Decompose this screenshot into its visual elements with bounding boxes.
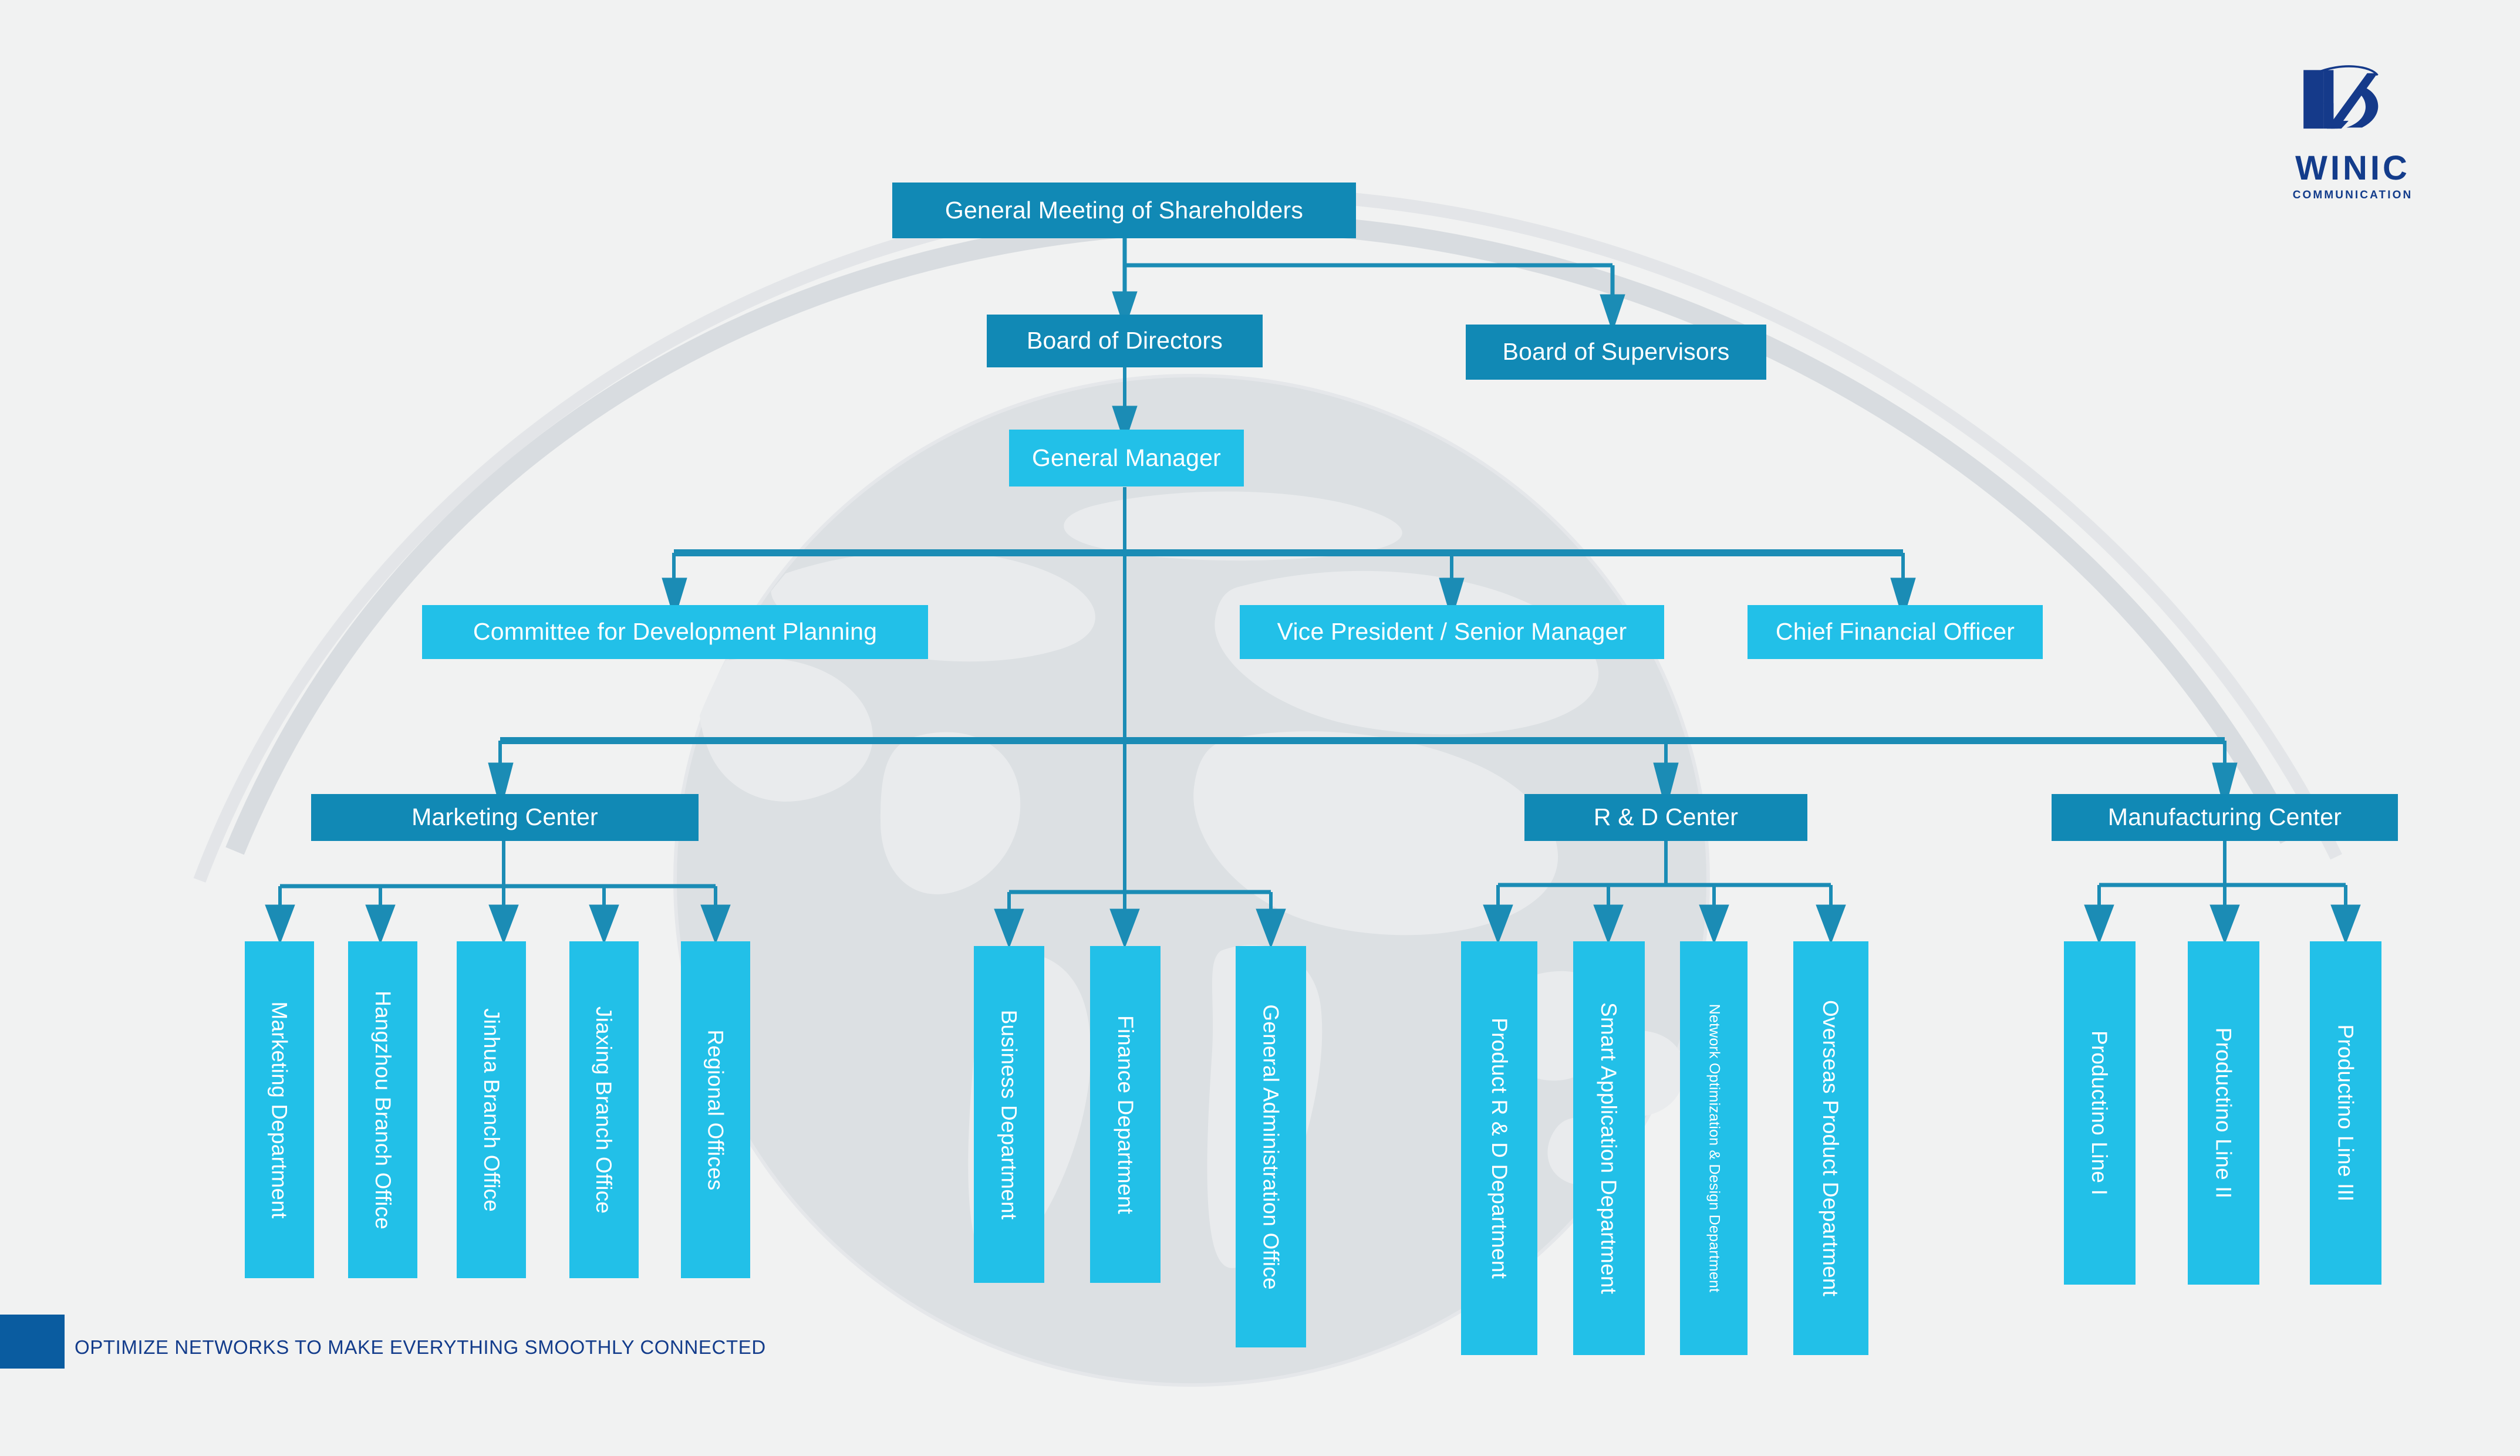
logo-wordmark: WINIC [2295, 149, 2410, 187]
node-label: Jiaxing Branch Office [592, 1006, 616, 1214]
node-label: Marketing Department [267, 1001, 292, 1219]
node-board-of-directors[interactable]: Board of Directors [987, 315, 1263, 367]
node-label: Board of Supervisors [1502, 338, 1730, 366]
node-business-department[interactable]: Business Department [974, 946, 1044, 1283]
node-label: Network Optimization & Design Department [1706, 1004, 1722, 1293]
node-label: General Manager [1031, 444, 1222, 471]
node-label: Chief Financial Officer [1775, 618, 2015, 646]
node-network-optimization-design-department[interactable]: Network Optimization & Design Department [1680, 941, 1748, 1355]
node-label: Regional Offices [703, 1029, 728, 1190]
node-label: Finance Department [1113, 1015, 1138, 1214]
node-vice-president-senior-manager[interactable]: Vice President / Senior Manager [1240, 605, 1664, 659]
node-marketing-center[interactable]: Marketing Center [311, 794, 699, 841]
node-board-of-supervisors[interactable]: Board of Supervisors [1466, 325, 1766, 380]
node-label: Business Department [997, 1009, 1021, 1219]
node-jinhua-branch-office[interactable]: Jinhua Branch Office [457, 941, 526, 1278]
node-productino-line-3[interactable]: Productino Line III [2310, 941, 2381, 1285]
node-regional-offices[interactable]: Regional Offices [681, 941, 750, 1278]
footer-color-swatch [0, 1315, 65, 1369]
node-label: Marketing Center [411, 803, 598, 831]
node-productino-line-2[interactable]: Productino Line II [2188, 941, 2259, 1285]
node-product-rd-department[interactable]: Product R & D Department [1461, 941, 1537, 1355]
brand-logo: WINIC COMMUNICATION [2273, 59, 2432, 201]
node-label: General Meeting of Shareholders [944, 196, 1304, 224]
node-label: Board of Directors [1026, 327, 1223, 354]
node-productino-line-1[interactable]: Productino Line I [2064, 941, 2136, 1285]
logo-subtitle: COMMUNICATION [2292, 189, 2413, 201]
node-label: Smart Application Department [1597, 1002, 1621, 1295]
node-committee-for-development-planning[interactable]: Committee for Development Planning [422, 605, 928, 659]
node-label: Overseas Product Department [1819, 999, 1843, 1297]
node-label: General Administration Office [1259, 1004, 1283, 1290]
node-finance-department[interactable]: Finance Department [1090, 946, 1161, 1283]
node-label: Vice President / Senior Manager [1277, 618, 1627, 646]
node-smart-application-department[interactable]: Smart Application Department [1573, 941, 1645, 1355]
node-label: Productino Line III [2333, 1024, 2358, 1202]
node-label: Jinhua Branch Office [479, 1008, 504, 1212]
node-label: Manufacturing Center [2107, 803, 2342, 831]
node-general-administration-office[interactable]: General Administration Office [1236, 946, 1306, 1347]
node-jiaxing-branch-office[interactable]: Jiaxing Branch Office [569, 941, 639, 1278]
node-overseas-product-department[interactable]: Overseas Product Department [1793, 941, 1868, 1355]
node-manufacturing-center[interactable]: Manufacturing Center [2052, 794, 2398, 841]
node-general-meeting-of-shareholders[interactable]: General Meeting of Shareholders [892, 183, 1356, 238]
footer-tagline: OPTIMIZE NETWORKS TO MAKE EVERYTHING SMO… [75, 1336, 766, 1358]
node-general-manager[interactable]: General Manager [1009, 430, 1244, 487]
node-rd-center[interactable]: R & D Center [1524, 794, 1807, 841]
node-label: Product R & D Department [1487, 1018, 1512, 1279]
node-label: R & D Center [1593, 803, 1739, 831]
node-marketing-department[interactable]: Marketing Department [245, 941, 314, 1278]
node-label: Hangzhou Branch Office [370, 990, 395, 1229]
winic-logo-mark [2303, 65, 2379, 129]
node-label: Committee for Development Planning [473, 618, 878, 646]
node-label: Productino Line II [2211, 1027, 2236, 1199]
node-chief-financial-officer[interactable]: Chief Financial Officer [1748, 605, 2043, 659]
node-label: Productino Line I [2087, 1030, 2112, 1196]
node-hangzhou-branch-office[interactable]: Hangzhou Branch Office [348, 941, 417, 1278]
